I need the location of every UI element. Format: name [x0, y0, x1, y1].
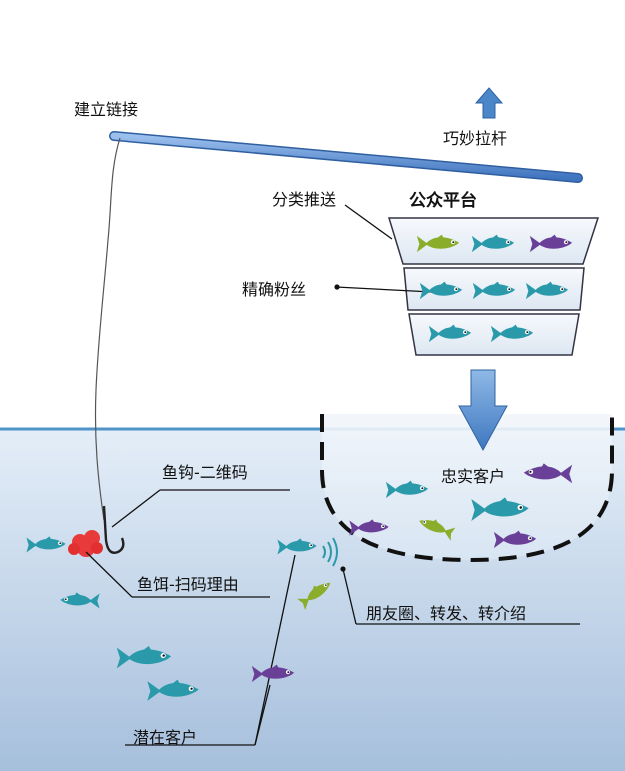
arrow-up-icon [474, 87, 504, 119]
label-bait: 鱼饵-扫码理由 [137, 575, 239, 594]
label-potential-customers: 潜在客户 [133, 728, 198, 747]
fishing-line [94, 137, 121, 521]
pointer-dot [340, 566, 346, 572]
label-pull-rod: 巧妙拉杆 [443, 129, 508, 148]
label-moments: 朋友圈、转发、转介绍 [366, 604, 527, 623]
hook-icon [102, 505, 125, 554]
loyal-customer-pond-border [320, 414, 614, 563]
pointer-lines [85, 204, 580, 746]
fishing-rod [109, 131, 583, 183]
label-classify-push: 分类推送 [272, 190, 337, 209]
signal-waves-icon [322, 537, 338, 567]
label-public-platform: 公众平台 [409, 191, 477, 211]
pointer-dot [334, 284, 340, 290]
label-build-link: 建立链接 [74, 100, 139, 119]
label-loyal-customers: 忠实客户 [441, 467, 506, 486]
label-precise-fans: 精确粉丝 [242, 280, 307, 299]
bait-icon [68, 530, 103, 557]
arrow-down-icon [458, 369, 508, 452]
label-hook: 鱼钩-二维码 [162, 463, 248, 482]
loyal-customer-pond-fill [322, 414, 612, 560]
